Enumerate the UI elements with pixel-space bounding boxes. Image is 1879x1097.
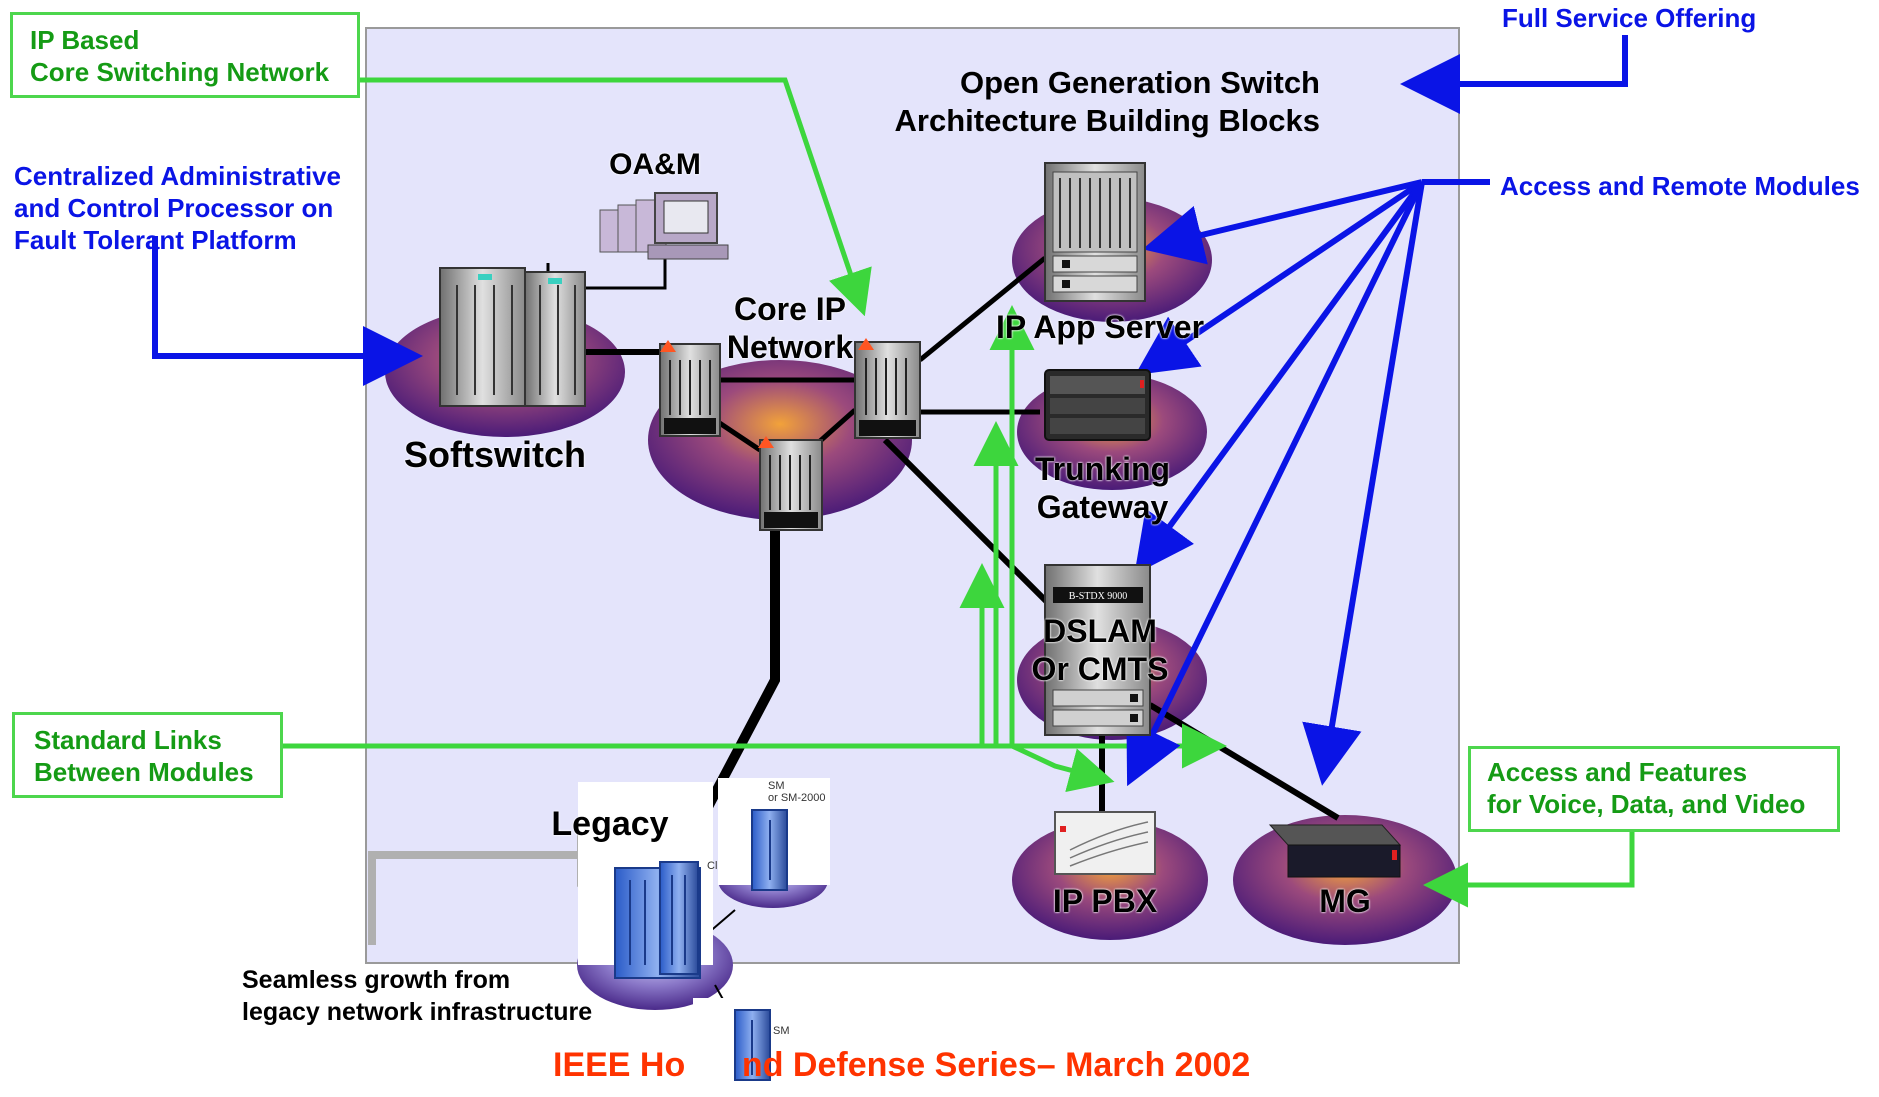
legacy-label: Legacy	[551, 805, 669, 843]
access-features-callout: Access and Features for Voice, Data, and…	[1487, 757, 1806, 819]
trunking-label: Trunking Gateway	[1034, 451, 1171, 525]
link-core-dslam	[882, 437, 1053, 608]
legacy-sm1-label: SM or SM-2000	[768, 780, 826, 804]
blue-full-service-arrow	[1400, 35, 1628, 114]
standard-links-callout: Standard Links Between Modules	[34, 725, 254, 787]
footer-title: IEEE Ho nd Defense Series– March 2002	[553, 1046, 1251, 1084]
ip-core-callout-box	[10, 12, 360, 98]
access-remote-callout: Access and Remote Modules	[1500, 171, 1860, 201]
centralized-callout: Centralized Administrative and Control P…	[14, 161, 342, 255]
dslam-label: DSLAM Or CMTS	[1031, 613, 1169, 687]
trunking-gateway-icon	[1044, 369, 1151, 441]
blue-arrows	[152, 35, 1628, 787]
blue-to-dslam	[1134, 180, 1425, 575]
legacy-cl-label: Cl	[707, 860, 718, 872]
green-to-pbx	[1008, 742, 1115, 793]
core-router-icon-right	[854, 338, 921, 439]
green-ipcore-arrow	[330, 77, 872, 317]
dslam-cmts-icon: B-STDX 9000	[1044, 564, 1151, 736]
dslam-device-label: B-STDX 9000	[1069, 591, 1128, 602]
ip-pbx-label: IP PBX	[1052, 883, 1158, 919]
green-links	[282, 77, 1635, 908]
link-core-appserver	[918, 256, 1047, 362]
legacy-sm1-icon	[718, 778, 830, 891]
legacy-sm2-label: SM	[773, 1025, 790, 1037]
core-ip-label: Core IP Network	[726, 291, 854, 365]
gray-growth-arrow	[368, 823, 641, 945]
mg-icon	[1268, 824, 1402, 878]
seamless-growth-callout: Seamless growth from legacy network infr…	[242, 966, 593, 1026]
core-router-icon-left	[659, 340, 721, 437]
mg-label: MG	[1319, 883, 1371, 919]
link-dslam-mg	[1148, 702, 1340, 821]
full-service-callout: Full Service Offering	[1502, 3, 1757, 33]
background-panel	[365, 27, 1460, 964]
diagram-title: Open Generation Switch Architecture Buil…	[894, 65, 1320, 138]
oam-label: OA&M	[609, 148, 701, 181]
blue-to-mg	[1302, 181, 1425, 786]
legacy-sm2-icon	[693, 998, 801, 1097]
legacy-switch-icon	[578, 782, 713, 979]
access-features-callout-box	[1468, 746, 1840, 832]
ip-pbx-icon	[1054, 811, 1156, 875]
core-router-icon-bottom	[758, 436, 823, 531]
app-server-label: IP App Server	[995, 309, 1205, 345]
softswitch-label: Softswitch	[403, 434, 586, 475]
standard-links-callout-box	[12, 712, 283, 798]
ip-core-callout: IP Based Core Switching Network	[30, 25, 330, 87]
softswitch-rack-icon	[439, 267, 586, 407]
green-access-features	[1423, 830, 1635, 908]
blue-centralized-arrow	[152, 236, 423, 386]
blue-to-appserver	[1142, 179, 1423, 265]
blue-to-pbx	[1126, 180, 1425, 787]
blue-to-trunking	[1135, 179, 1424, 376]
app-server-rack-icon	[1044, 162, 1146, 302]
oam-terminal-icon	[599, 192, 729, 260]
